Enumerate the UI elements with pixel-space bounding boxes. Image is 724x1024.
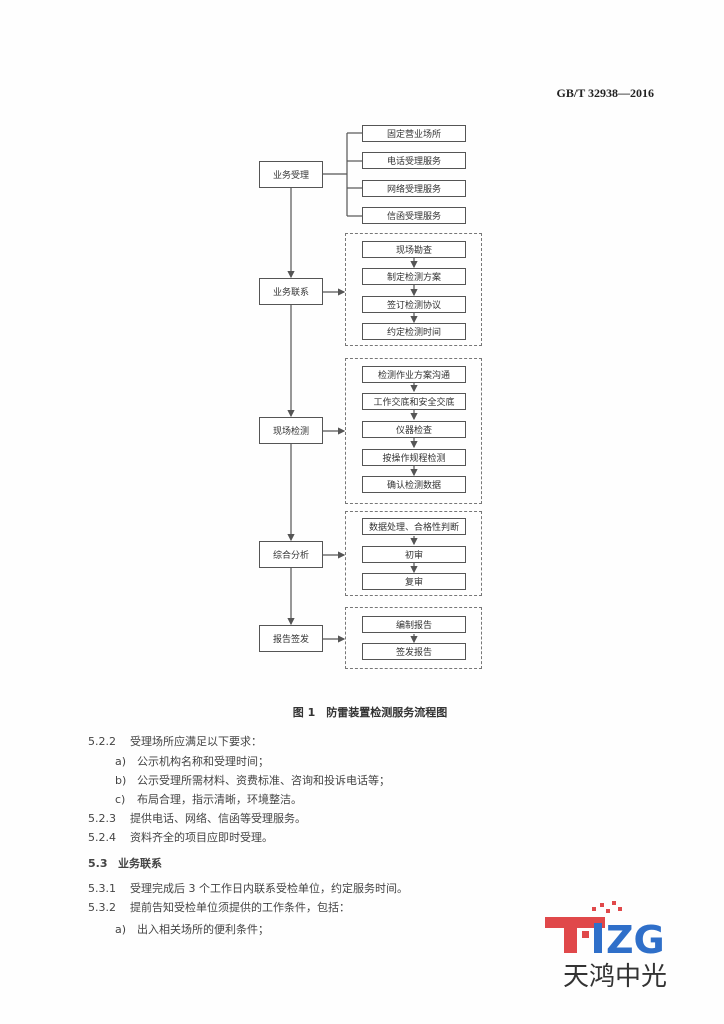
flowchart-connectors	[287, 132, 418, 644]
item-text: 公示受理所需材料、资费标准、咨询和投诉电话等；	[137, 774, 390, 787]
substep: 确认检测数据	[362, 476, 466, 493]
step-contact: 业务联系	[259, 278, 323, 305]
group-report	[345, 607, 482, 669]
item-text: 出入相关场所的便利条件；	[137, 923, 269, 936]
substep: 签订检测协议	[362, 296, 466, 313]
substep: 固定营业场所	[362, 125, 466, 142]
standard-number: GB/T 32938—2016	[556, 86, 654, 100]
clause-5-2-4: 5.2.4 资料齐全的项目应即时受理。	[88, 829, 273, 845]
section-number: 5.3	[88, 857, 108, 870]
item-label: c)	[115, 793, 126, 806]
section-title: 业务联系	[118, 857, 162, 870]
thzg-logo-watermark: ZG 天鸿中光	[545, 901, 667, 992]
substep: 数据处理、合格性判断	[362, 518, 466, 535]
clause-text: 受理场所应满足以下要求：	[130, 735, 262, 748]
svg-text:ZG: ZG	[606, 918, 665, 962]
clause-5-3-1: 5.3.1 受理完成后 3 个工作日内联系受检单位，约定服务时间。	[88, 880, 408, 896]
list-item: a) 公示机构名称和受理时间；	[115, 753, 269, 769]
item-text: 公示机构名称和受理时间；	[137, 755, 269, 768]
substep: 仪器检查	[362, 421, 466, 438]
step-report: 报告签发	[259, 625, 323, 652]
clause-text: 受理完成后 3 个工作日内联系受检单位，约定服务时间。	[130, 882, 408, 895]
item-label: b)	[115, 774, 127, 787]
substep: 制定检测方案	[362, 268, 466, 285]
list-item: a) 出入相关场所的便利条件；	[115, 921, 269, 937]
clause-number: 5.2.3	[88, 812, 116, 825]
step-acceptance: 业务受理	[259, 161, 323, 188]
group-analysis	[345, 511, 482, 596]
clause-5-2-3: 5.2.3 提供电话、网络、信函等受理服务。	[88, 810, 306, 826]
substep: 网络受理服务	[362, 180, 466, 197]
substep: 按操作规程检测	[362, 449, 466, 466]
substep: 约定检测时间	[362, 323, 466, 340]
clause-text: 提前告知受检单位须提供的工作条件，包括：	[130, 901, 350, 914]
substep: 信函受理服务	[362, 207, 466, 224]
list-item: b) 公示受理所需材料、资费标准、咨询和投诉电话等；	[115, 772, 390, 788]
group-site-inspection	[345, 358, 482, 504]
clause-text: 资料齐全的项目应即时受理。	[130, 831, 273, 844]
clause-5-3-2: 5.3.2 提前告知受检单位须提供的工作条件，包括：	[88, 899, 350, 915]
item-label: a)	[115, 923, 127, 936]
item-label: a)	[115, 755, 127, 768]
step-analysis: 综合分析	[259, 541, 323, 568]
clause-number: 5.3.1	[88, 882, 116, 895]
clause-text: 提供电话、网络、信函等受理服务。	[130, 812, 306, 825]
item-text: 布局合理，指示清晰，环境整洁。	[137, 793, 302, 806]
svg-text:天鸿中光: 天鸿中光	[563, 962, 667, 992]
clause-number: 5.2.4	[88, 831, 116, 844]
section-5-3-heading: 5.3 业务联系	[88, 855, 162, 871]
clause-5-2-2: 5.2.2 受理场所应满足以下要求：	[88, 733, 262, 749]
list-item: c) 布局合理，指示清晰，环境整洁。	[115, 791, 302, 807]
figure-caption: 图 1 防雷装置检测服务流程图	[292, 706, 448, 719]
substep: 编制报告	[362, 616, 466, 633]
clause-number: 5.3.2	[88, 901, 116, 914]
substep: 现场勘查	[362, 241, 466, 258]
clause-number: 5.2.2	[88, 735, 116, 748]
substep: 签发报告	[362, 643, 466, 660]
group-business-contact	[345, 233, 482, 346]
substep: 工作交底和安全交底	[362, 393, 466, 410]
step-inspection: 现场检测	[259, 417, 323, 444]
substep: 复审	[362, 573, 466, 590]
substep: 初审	[362, 546, 466, 563]
substep: 检测作业方案沟通	[362, 366, 466, 383]
substep: 电话受理服务	[362, 152, 466, 169]
